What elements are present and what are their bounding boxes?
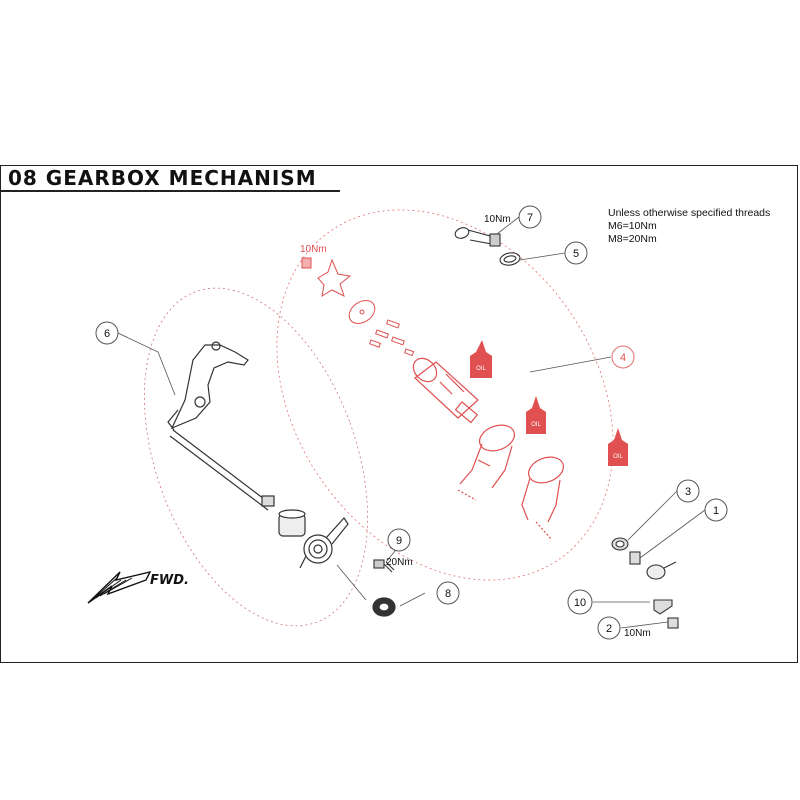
callout-4: 4	[611, 345, 635, 369]
thread-torque-notes: Unless otherwise specified threads M6=10…	[608, 207, 770, 246]
part-10-pin	[653, 599, 673, 615]
part-9-bolt	[373, 559, 395, 573]
title-underline	[0, 190, 340, 192]
oil-marker-3: OIL	[608, 428, 628, 466]
svg-text:6: 6	[104, 328, 110, 340]
svg-text:3: 3	[685, 486, 691, 498]
callout-3: 3	[676, 479, 700, 503]
svg-text:5: 5	[573, 248, 579, 260]
torque-label-2: 10Nm	[624, 628, 651, 639]
svg-text:OIL: OIL	[476, 366, 486, 372]
torque-label-7: 10Nm	[484, 214, 511, 225]
svg-text:10: 10	[574, 597, 586, 609]
svg-text:1: 1	[713, 505, 719, 517]
oil-marker-1: OIL	[470, 340, 492, 378]
callout-2: 2	[597, 616, 621, 640]
forward-arrow-icon: FWD.	[87, 570, 189, 604]
part-4-shift-fork-1	[457, 424, 516, 501]
svg-text:OIL: OIL	[531, 422, 541, 428]
svg-text:2: 2	[606, 623, 612, 635]
part-6-bushing	[278, 509, 306, 537]
oil-marker-2: OIL	[526, 396, 546, 434]
part-6-return-spring	[299, 517, 349, 569]
part-4-shift-fork-2	[521, 456, 565, 541]
callout-8: 8	[436, 581, 460, 605]
torque-label-9: 20Nm	[386, 557, 413, 568]
part-3-seal	[611, 537, 629, 551]
diagram-frame	[0, 165, 798, 663]
callout-5: 5	[564, 241, 588, 265]
part-5-spring-ring	[499, 252, 521, 266]
part-4-detent-disc	[348, 300, 376, 324]
callout-7: 7	[518, 205, 542, 229]
note-line-1: Unless otherwise specified threads	[608, 207, 771, 219]
note-line-2: M6=10Nm	[608, 220, 657, 232]
part-4-star-plate	[301, 257, 352, 297]
fwd-label: FWD.	[150, 573, 189, 588]
part-7-shift-arm	[454, 227, 501, 247]
part-8-bearing	[372, 597, 396, 617]
note-line-3: M8=20Nm	[608, 233, 657, 245]
leader-lines	[117, 216, 706, 629]
svg-text:4: 4	[620, 352, 626, 364]
part-2-screw	[667, 617, 679, 629]
callout-1: 1	[704, 498, 728, 522]
svg-text:9: 9	[396, 535, 402, 547]
group-4-outline	[276, 209, 614, 581]
group-6-outline	[144, 287, 368, 627]
page-title: 08 GEARBOX MECHANISM	[8, 166, 317, 190]
svg-text:OIL: OIL	[613, 454, 623, 460]
part-4-pins	[368, 319, 415, 357]
svg-text:7: 7	[527, 212, 533, 224]
part-1-bolt-cap	[629, 551, 677, 580]
callout-9: 9	[387, 528, 411, 552]
callout-6: 6	[95, 321, 119, 345]
svg-text:8: 8	[445, 588, 451, 600]
part-6-shift-shaft	[167, 341, 275, 511]
torque-label-4: 10Nm	[300, 244, 327, 255]
callout-10: 10	[567, 589, 593, 615]
part-4-shift-drum	[412, 357, 479, 424]
